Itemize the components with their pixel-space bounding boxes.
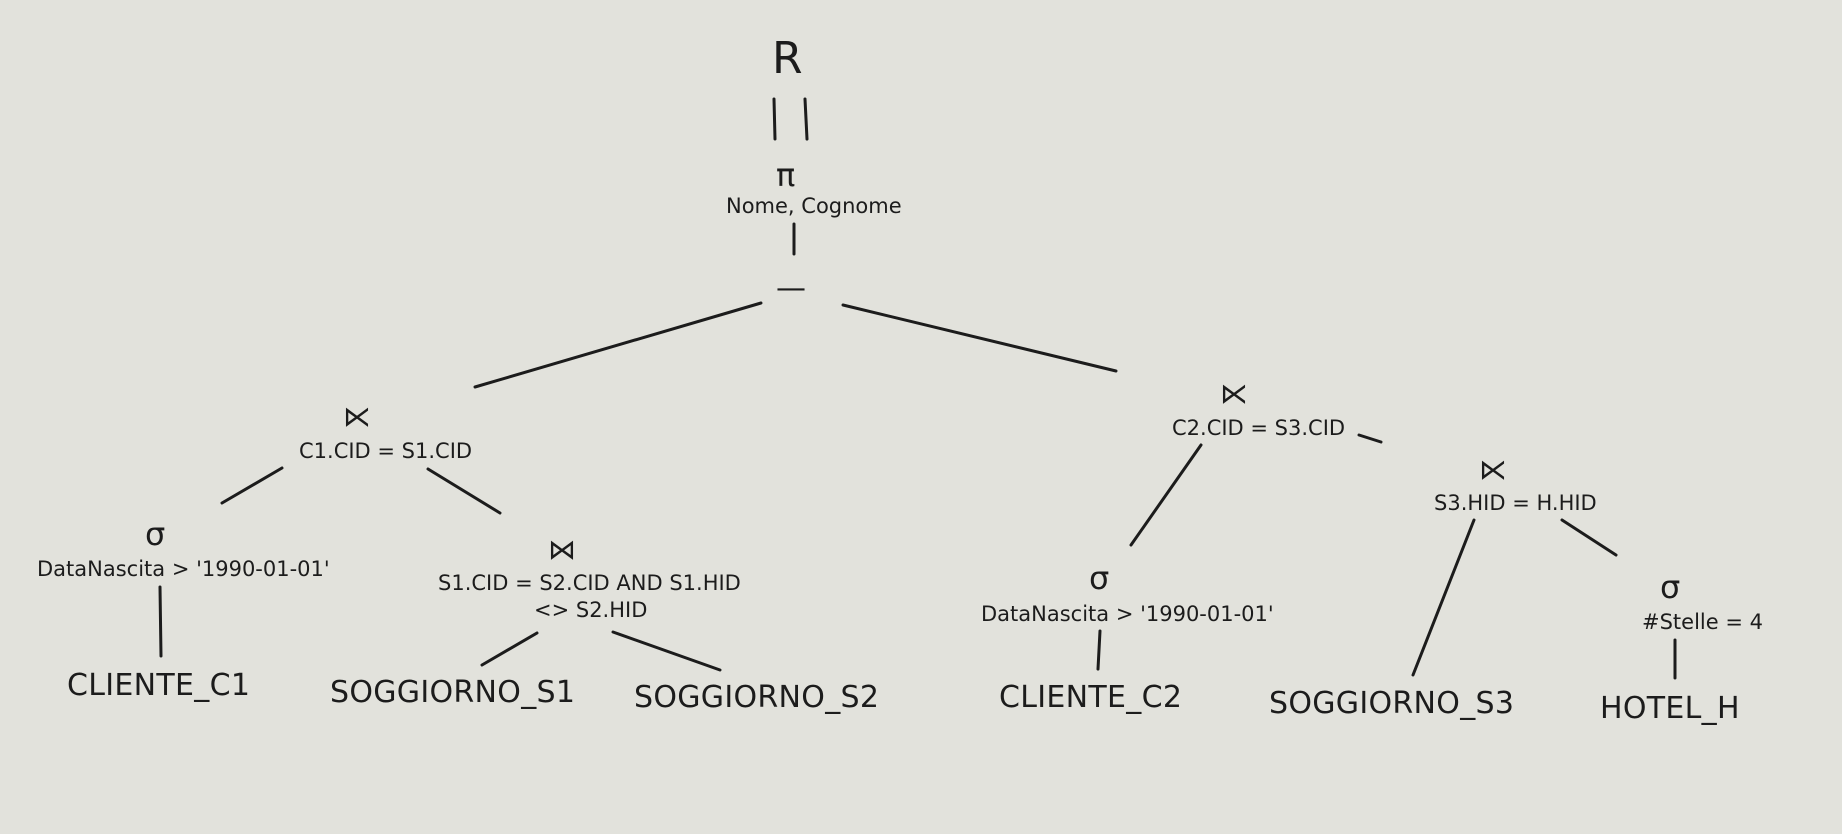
edge-result-projection-right [803,97,809,141]
select-h-symbol: σ [1660,568,1681,606]
semijoin-c2-s3-condition: C2.CID = S3.CID [1172,416,1346,440]
relation-hotel-h: HOTEL_H [1600,691,1740,726]
relation-cliente-c1: CLIENTE_C1 [67,668,251,703]
edge-select1-cliente [158,585,163,658]
semijoin-s3-h-symbol: ⋉ [1479,453,1507,486]
projection-symbol: π [776,156,796,194]
edge-semijoin1-select [220,466,284,505]
relation-soggiorno-s1: SOGGIORNO_S1 [330,675,576,710]
edge-join-soggiorno-s2 [611,630,722,672]
projection-attributes: Nome, Cognome [726,194,902,218]
edge-semijoin3-soggiorno [1411,518,1476,677]
edge-result-projection-left [772,97,777,141]
semijoin-s3-h-condition: S3.HID = H.HID [1434,491,1597,515]
select-h-condition: #Stelle = 4 [1642,610,1763,634]
select-c2-symbol: σ [1089,559,1110,597]
semijoin-c2-s3-symbol: ⋉ [1220,377,1248,410]
edge-semijoin1-join [426,467,502,515]
join-s1-s2-symbol: ⋈ [548,533,576,566]
select-c1-symbol: σ [145,515,166,553]
relation-soggiorno-s3: SOGGIORNO_S3 [1269,686,1515,721]
result-node: R [772,33,803,84]
edge-difference-left [473,301,763,389]
edge-difference-right [841,303,1118,373]
edge-join-soggiorno-s1 [480,631,539,667]
edge-select2-cliente [1096,629,1102,671]
semijoin-c1-s1-condition: C1.CID = S1.CID [299,439,473,463]
edge-semijoin2-semijoin3 [1357,433,1383,444]
select-c1-condition: DataNascita > '1990-01-01' [37,557,330,581]
semijoin-c1-s1-symbol: ⋉ [343,400,371,433]
difference-symbol: — [776,271,806,306]
relation-cliente-c2: CLIENTE_C2 [999,680,1183,715]
join-s1-s2-condition-line1: S1.CID = S2.CID AND S1.HID [438,571,741,595]
select-c2-condition: DataNascita > '1990-01-01' [981,602,1274,626]
join-s1-s2-condition-line2: <> S2.HID [534,598,648,622]
edge-semijoin3-select [1560,518,1618,557]
edge-semijoin2-select [1129,443,1203,547]
relation-soggiorno-s2: SOGGIORNO_S2 [634,680,880,715]
